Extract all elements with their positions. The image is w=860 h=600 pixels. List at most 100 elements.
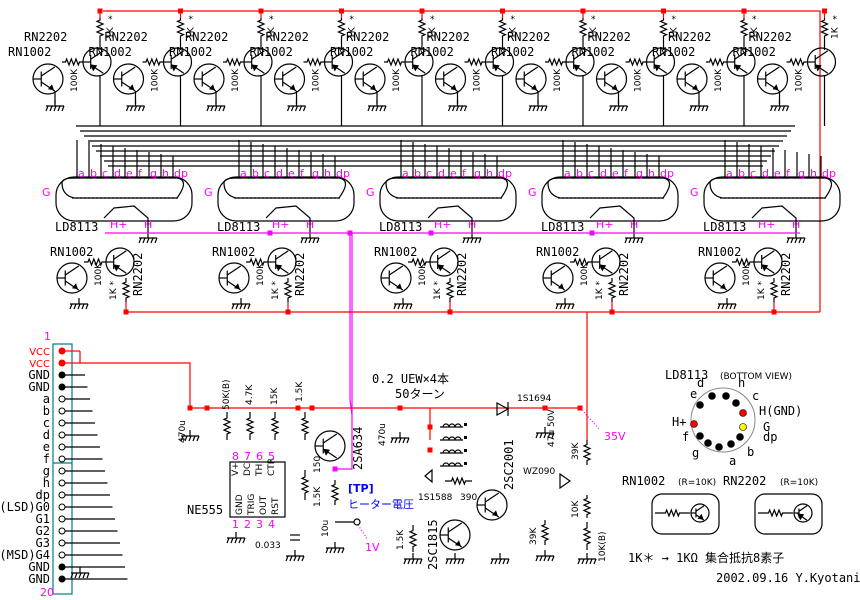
ground-hatch	[138, 237, 142, 244]
ground-hatch	[53, 105, 57, 112]
tube-envelope	[385, 177, 509, 199]
resistor-zigzag	[540, 520, 550, 545]
ground-hatch	[794, 237, 798, 244]
ground-hatch	[411, 558, 415, 565]
tube-glass	[55, 176, 193, 222]
coil-loop	[454, 462, 462, 467]
resistor-zigzag	[578, 18, 588, 38]
ground-hatch	[45, 105, 49, 112]
transistor-arrow	[611, 84, 618, 91]
resistor-zigzag	[283, 278, 293, 302]
ground-icon	[403, 553, 423, 565]
r39k-b-label: 39K	[571, 442, 581, 460]
connector-body	[52, 343, 73, 595]
npn-label: RN1002	[536, 245, 579, 259]
npn-label: RN1002	[698, 245, 741, 259]
segment-label-f: f	[300, 167, 305, 180]
diode-1s1694-icon	[496, 401, 510, 417]
segment-label-c: c	[102, 167, 108, 180]
ground-hatch	[325, 547, 329, 554]
dot-marker	[464, 462, 467, 465]
segment-label-f: f	[138, 167, 143, 180]
base-resistor-value: 100K	[70, 68, 80, 92]
ne555-pin-bottom: TRIG	[247, 494, 257, 516]
segment-label-b: b	[738, 167, 745, 180]
resistor-zigzag	[303, 57, 325, 67]
ground-hatch	[85, 303, 89, 310]
ground-hatch	[409, 303, 413, 310]
rail-junction	[397, 405, 403, 411]
ground-hatch	[543, 555, 547, 562]
resistor-icon	[706, 57, 727, 67]
ground-hatch	[230, 537, 234, 544]
tube-model: LD8113	[379, 220, 422, 234]
transistor-arrow	[209, 84, 215, 91]
heater-line	[105, 230, 800, 416]
connector-pin-label: e	[43, 440, 50, 454]
resistor-icon	[245, 412, 255, 440]
ground-hatch	[705, 105, 709, 112]
ground-hatch	[502, 558, 506, 565]
ground-hatch	[239, 303, 243, 310]
ground-hatch	[543, 432, 547, 439]
ground-hatch	[733, 303, 737, 310]
npn-transistor-icon	[193, 63, 225, 95]
base-resistor-value: 100K	[256, 262, 266, 286]
rail-junction	[204, 405, 210, 411]
transistor-collector	[814, 50, 829, 60]
ground-hatch	[466, 237, 470, 244]
connector-pin	[58, 479, 66, 487]
transistor-arrow	[113, 264, 121, 272]
resistor-zigzag	[498, 18, 507, 38]
npn-label: RN1002	[212, 245, 255, 259]
transistor-collector	[765, 66, 780, 77]
ne555-pin-top: CTR	[267, 458, 277, 476]
connector-header: 120VCCVCCGNDGNDabcdefghdp(LSD)G0G1G2G3(M…	[0, 330, 191, 599]
ground-hatch	[137, 105, 142, 112]
ne555-pin-top: TH	[255, 464, 265, 477]
ground-icon	[285, 550, 305, 562]
pnp-label: RN2202	[749, 30, 792, 44]
coil-loop	[454, 436, 462, 441]
npn-transistor-icon	[112, 63, 145, 95]
connector-pin-label: b	[43, 404, 50, 418]
ground-hatch	[802, 237, 806, 244]
ground-hatch	[398, 437, 402, 444]
resistor-icon	[246, 257, 268, 267]
ground-hatch	[290, 105, 295, 112]
pinout-label: e	[690, 387, 697, 401]
resistor-icon	[303, 57, 325, 67]
transistor-collector	[275, 250, 289, 260]
ground-hatch	[449, 558, 453, 565]
pnp-transistor-icon	[753, 247, 783, 277]
resistor-icon	[445, 278, 455, 302]
connector-pin-label: a	[43, 392, 50, 406]
resistor-icon	[270, 412, 280, 440]
transistor-collector	[695, 505, 705, 512]
segment-label-f: f	[624, 167, 629, 180]
segment-label-a: a	[564, 167, 571, 180]
transistor-collector	[447, 522, 463, 533]
tube-model: LD8113	[55, 220, 98, 234]
pinout-subtitle: (BOTTOM VIEW)	[720, 372, 792, 382]
segment-label-a: a	[402, 167, 409, 180]
transistor-collector	[90, 50, 104, 60]
ground-hatch	[781, 105, 786, 112]
npn-label: RN1002	[50, 245, 93, 259]
pnp-label: RN2202	[293, 253, 307, 296]
pinout-title: LD8113	[665, 368, 708, 382]
transistor-collector	[484, 492, 500, 503]
ground-hatch	[593, 558, 597, 565]
pnp-label: RN2202	[131, 253, 145, 296]
segment-label-d: d	[114, 167, 121, 180]
ground-icon	[367, 100, 387, 112]
ground-hatch	[540, 105, 544, 112]
resistor-zigzag	[582, 440, 592, 465]
r10k-label: 10K	[571, 500, 581, 518]
ground-hatch	[494, 558, 498, 565]
ground-hatch	[210, 105, 214, 112]
transistor-arrow	[437, 264, 445, 272]
tube-envelope	[547, 177, 671, 199]
